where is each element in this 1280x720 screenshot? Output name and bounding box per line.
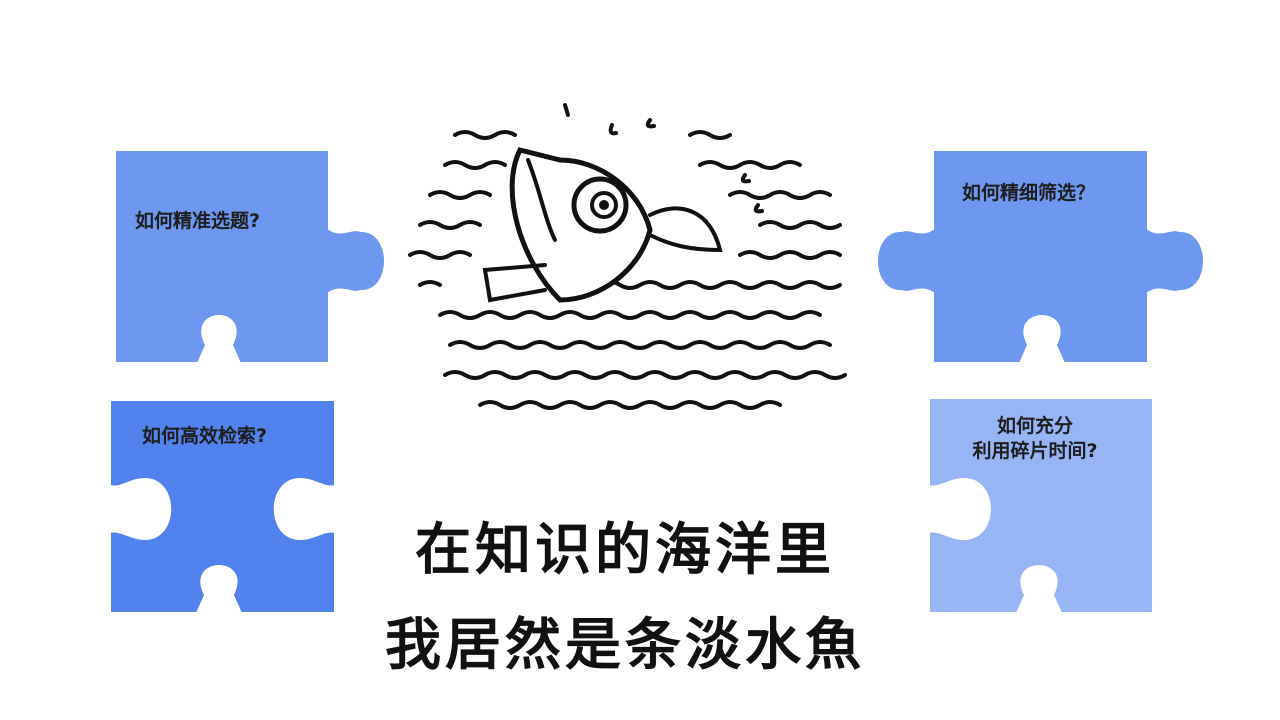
puzzle-piece-fragment-time [929, 399, 1152, 613]
piece-label-line1: 如何充分 [996, 415, 1073, 437]
puzzle-piece-efficient-search [110, 401, 335, 613]
puzzle-piece-fine-filter [878, 151, 1203, 363]
piece-label-select-topic: 如何精准选题? [135, 210, 261, 232]
puzzle-piece-select-topic [116, 151, 384, 363]
piece-label-fragment-time: 如何充分 利用碎片时间? [955, 414, 1115, 464]
slogan-line-2: 我居然是条淡水魚 [385, 612, 865, 678]
piece-label-line2: 利用碎片时间? [972, 440, 1098, 462]
drowning-fish-in-waves-icon [408, 103, 847, 410]
slogan-line-1: 在知识的海洋里 [415, 517, 835, 583]
piece-label-fine-filter: 如何精细筛选？ [962, 182, 1096, 204]
piece-label-efficient-search: 如何高效检索? [142, 425, 268, 447]
